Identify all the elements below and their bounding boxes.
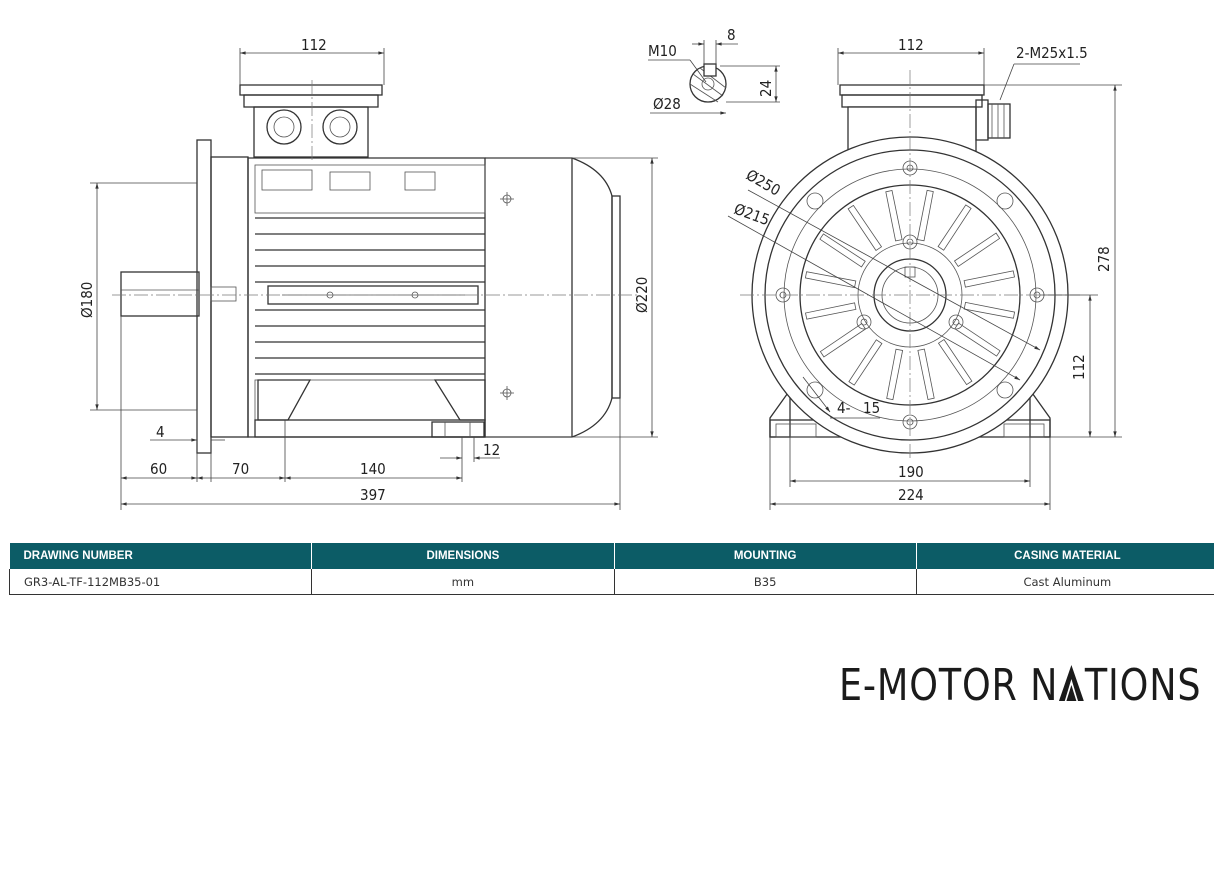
spec-table: DRAWING NUMBER DIMENSIONS MOUNTING CASIN… — [8, 543, 1214, 595]
fan-spoke — [963, 270, 1015, 288]
cell-drawing-number: GR3-AL-TF-112MB35-01 — [8, 569, 313, 595]
fan-spoke — [963, 301, 1016, 319]
dim-foot-holes: 140 — [360, 460, 386, 478]
fan-spoke — [819, 233, 866, 268]
header-dimensions: DIMENSIONS — [311, 543, 615, 569]
header-drawing-number: DRAWING NUMBER — [9, 543, 313, 569]
dim-top-width: 112 — [301, 36, 327, 54]
fan-spoke — [805, 302, 857, 320]
dim-key-height: 24 — [757, 80, 775, 97]
fan-spoke — [954, 322, 1001, 357]
dim-foot-width: 12 — [483, 441, 500, 459]
dim-flange-thickness: 4 — [156, 423, 165, 441]
fan-spoke — [847, 204, 883, 252]
dim-overall-length: 397 — [360, 486, 386, 504]
dim-overall-width: 224 — [898, 486, 924, 504]
dim-cable-gland: 2-M25x1.5 — [1016, 44, 1088, 62]
header-mounting: MOUNTING — [614, 543, 917, 569]
dim-flange-holes-count: 4- — [837, 399, 851, 417]
spec-table-header: DRAWING NUMBER DIMENSIONS MOUNTING CASIN… — [9, 543, 1214, 569]
fan-spoke — [886, 348, 904, 401]
dim-shaft-diameter: Ø28 — [653, 95, 681, 113]
cell-dimensions: mm — [311, 569, 615, 595]
dim-key-width: 8 — [727, 26, 736, 44]
fan-spoke — [953, 232, 1001, 268]
logo-text-left: E-MOTOR N — [839, 660, 1059, 711]
dim-shaft-to-foot: 70 — [232, 460, 249, 478]
dim-overall-height: 278 — [1095, 246, 1113, 272]
side-view — [112, 80, 640, 454]
logo-a-mark — [1059, 665, 1085, 701]
fan-spoke — [916, 189, 934, 242]
cooling-fins — [254, 164, 486, 421]
fan-spoke — [937, 204, 972, 251]
dim-thread: M10 — [648, 42, 677, 60]
shaft-detail: 8 M10 24 Ø28 — [648, 26, 780, 115]
dim-shaft-length: 60 — [150, 460, 167, 478]
front-view — [740, 70, 1080, 460]
dim-foot-holes-distance: 190 — [898, 463, 924, 481]
fan-spoke — [937, 338, 973, 386]
fan-spoke — [848, 339, 883, 386]
front-view-dimensions: 112 2-M25x1.5 Ø250 Ø215 278 112 4- 15 19… — [727, 36, 1122, 510]
dim-spigot: Ø215 — [732, 200, 772, 229]
side-view-dimensions: 112 Ø180 Ø220 4 60 70 140 12 397 — [78, 36, 658, 510]
header-casing-material: CASING MATERIAL — [916, 543, 1214, 569]
dim-shaft-height: 112 — [1070, 354, 1088, 380]
technical-drawing: 112 Ø180 Ø220 4 60 70 140 12 397 — [78, 26, 1122, 510]
fan-spoke — [885, 190, 903, 242]
fan-spoke — [917, 348, 935, 400]
table-row: GR3-AL-TF-112MB35-01 mm B35 Cast Aluminu… — [8, 569, 1214, 595]
fan-spokes — [804, 189, 1016, 401]
cell-mounting: B35 — [613, 569, 917, 595]
dim-flange-diameter: Ø180 — [78, 282, 96, 318]
fan-spoke — [804, 271, 857, 289]
dim-body-diameter: Ø220 — [633, 277, 651, 313]
logo-text-right: TIONS — [1084, 660, 1202, 711]
fan-spoke — [819, 322, 867, 358]
company-logo: E-MOTOR N TIONS — [839, 660, 1201, 711]
dim-pcd: Ø250 — [743, 166, 784, 200]
dim-flange-holes-size: 15 — [863, 399, 880, 417]
dim-box-width: 112 — [898, 36, 924, 54]
cell-casing-material: Cast Aluminum — [915, 569, 1214, 595]
